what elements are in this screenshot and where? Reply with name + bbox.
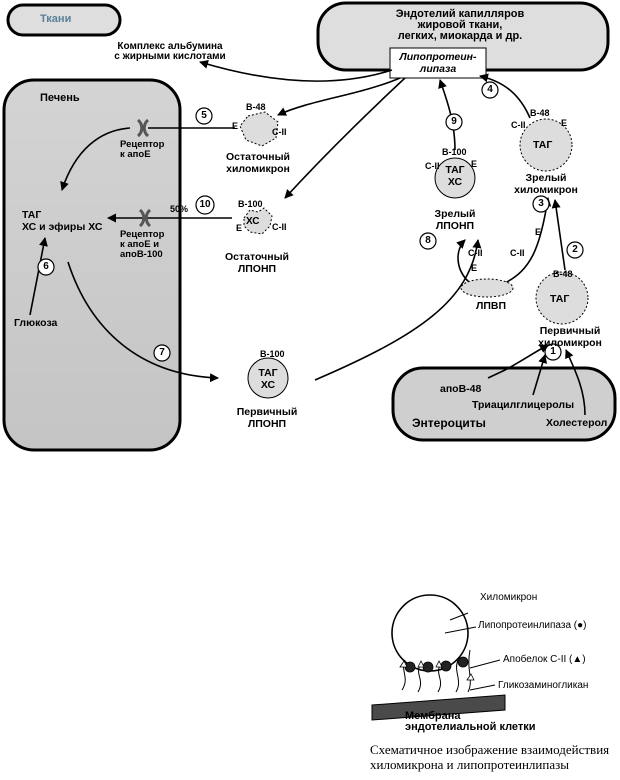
hdl-label: ЛПВП (476, 300, 507, 312)
hdl-particle (460, 278, 514, 298)
c2-mature-chylo-label: C-II (511, 120, 526, 130)
e-mature-chylo-label: E (561, 118, 568, 128)
c2-remnant-vldl-label: C-II (272, 222, 287, 232)
lpl-box (389, 47, 487, 79)
step-8-label: 8 (425, 235, 431, 246)
inset-membrane-shape (371, 694, 506, 721)
c2-remnant-chylo-label: C-II (272, 127, 287, 137)
step-2-label: 2 (572, 244, 578, 255)
liver-label: Печень (40, 92, 80, 104)
remnant-chylomicron-particle (239, 111, 279, 147)
inset-apoc2-label: Апобелок С-II (▲) (503, 654, 586, 665)
e-remnant-vldl-label: E (236, 223, 243, 233)
tag-primary-chylo-label: ТАГ (550, 293, 570, 305)
inset-lpl-label: Липопротеинлипаза (●) (478, 620, 587, 631)
b48-primary-chylo-label: B-48 (553, 269, 573, 279)
inset-glycosaminoglycan-label: Гликозаминогликан (498, 680, 589, 691)
triacylglycerols-label: Триацилглицеролы (472, 399, 575, 411)
tissues-label: Ткани (40, 13, 72, 25)
inset-chylomicron-particle (391, 594, 469, 672)
b48-mature-chylo-label: B-48 (530, 108, 550, 118)
primary-chylomicron-particle (535, 271, 589, 325)
xc-remnant-label: ХС (246, 216, 260, 227)
e-remnant-chylo-label: E (232, 121, 239, 131)
step-7-label: 7 (159, 347, 165, 358)
c2-hdl-left-label: C-II (468, 248, 483, 258)
percent-label: 50% (170, 204, 189, 214)
apob48-label: апоВ-48 (440, 383, 482, 395)
step-1-label: 1 (550, 346, 556, 357)
lpl-label: Липопротеин-липаза (399, 51, 477, 75)
mature-vldl-particle (434, 157, 476, 199)
remnant-vldl-particle (243, 207, 273, 235)
mature-chylomicron-particle (519, 118, 573, 172)
b100-remnant-label: B-100 (238, 199, 263, 209)
step-9-label: 9 (451, 116, 457, 127)
e-hdl-left-label: E (471, 263, 478, 273)
apob48-remnant-label: B-48 (246, 102, 266, 112)
inset-chylomicron-label: Хиломикрон (480, 592, 538, 603)
step-10-label: 10 (199, 199, 211, 210)
step-4-label: 4 (487, 84, 493, 95)
step-3-label: 3 (538, 198, 544, 209)
step-5-label: 5 (201, 110, 207, 121)
receptor-apoe-icon (136, 118, 150, 138)
glucose-label: Глюкоза (14, 317, 58, 329)
c2-mature-vldl-label: C-II (425, 161, 440, 171)
primary-vldl-particle (247, 357, 289, 399)
tissues-box (6, 3, 122, 37)
step-6-label: 6 (43, 261, 49, 272)
e-mature-vldl-label: E (471, 159, 478, 169)
b100-primary-vldl-label: B-100 (260, 349, 285, 359)
enterocytes-label: Энтероциты (412, 416, 486, 430)
cholesterol-label: Холестерол (546, 417, 608, 429)
liver-box (2, 78, 182, 452)
receptor-apoe-b100-icon (138, 208, 152, 228)
tag-mature-chylo-label: ТАГ (533, 139, 553, 151)
b100-mature-vldl-label: B-100 (442, 147, 467, 157)
c2-hdl-right-label: C-II (510, 248, 525, 258)
enterocytes-box (391, 366, 617, 442)
e-hdl-right-label: E (535, 227, 542, 237)
